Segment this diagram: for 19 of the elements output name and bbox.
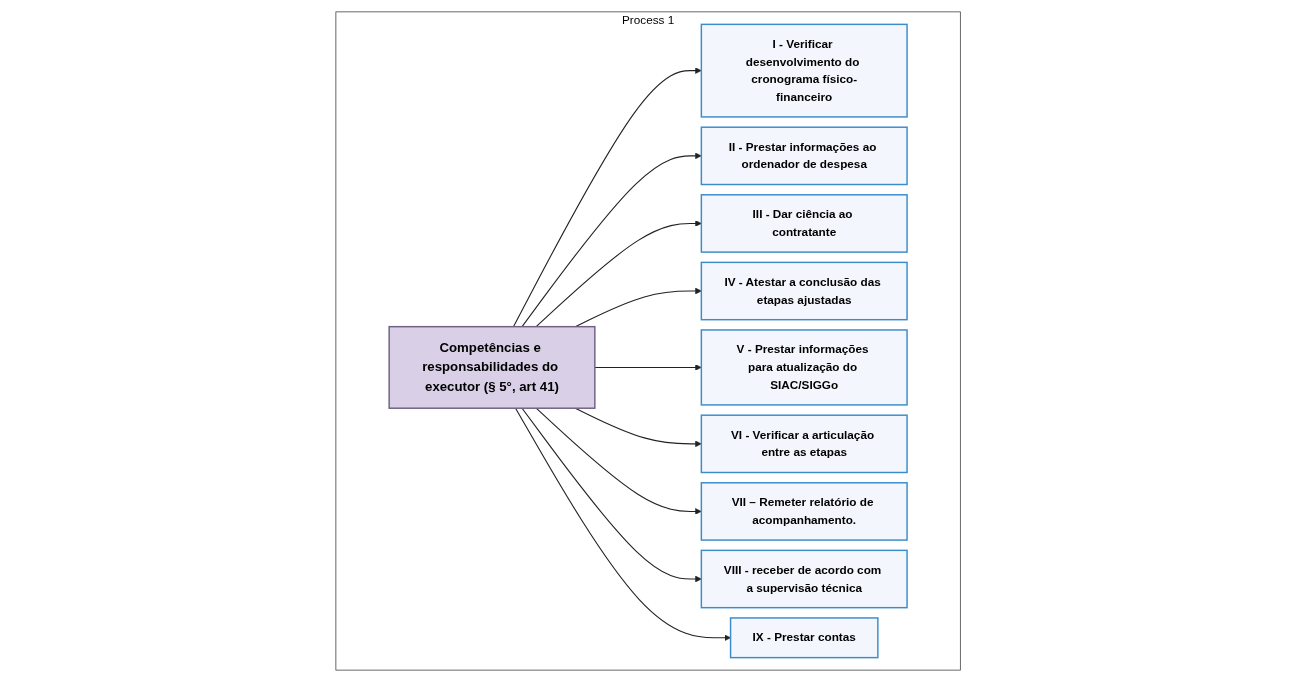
node-box: V - Prestar informações para atualização do SIAC/SIGGo <box>700 329 908 406</box>
node-box: VIII - receber de acordo com a supervisão técnica <box>700 549 908 609</box>
node-box: IV - Atestar a conclusão das etapas ajustadas <box>700 261 908 321</box>
node-box: VII – Remeter relatório de acompanhamento. <box>700 482 908 541</box>
arrow <box>514 407 731 641</box>
arrow <box>535 220 702 328</box>
node-box: VI - Verificar a articulação entre as etapas <box>700 414 908 474</box>
arrow <box>535 407 702 515</box>
arrow <box>574 407 702 448</box>
node-box: IX - Prestar contas <box>729 617 879 659</box>
node-box: I - Verificar desenvolvimento do cronograma físico-financeiro <box>700 23 908 118</box>
node-box: Competências e responsabilidades do executor (§ 5°, art 41) <box>388 325 596 409</box>
arrow <box>521 407 702 583</box>
node-box: III - Dar ciência ao contratante <box>700 194 908 253</box>
node-box: II - Prestar informações ao ordenador de despesa <box>700 126 908 186</box>
arrow <box>512 67 702 328</box>
arrow <box>521 152 702 328</box>
arrow <box>594 364 702 371</box>
arrow <box>574 287 702 328</box>
